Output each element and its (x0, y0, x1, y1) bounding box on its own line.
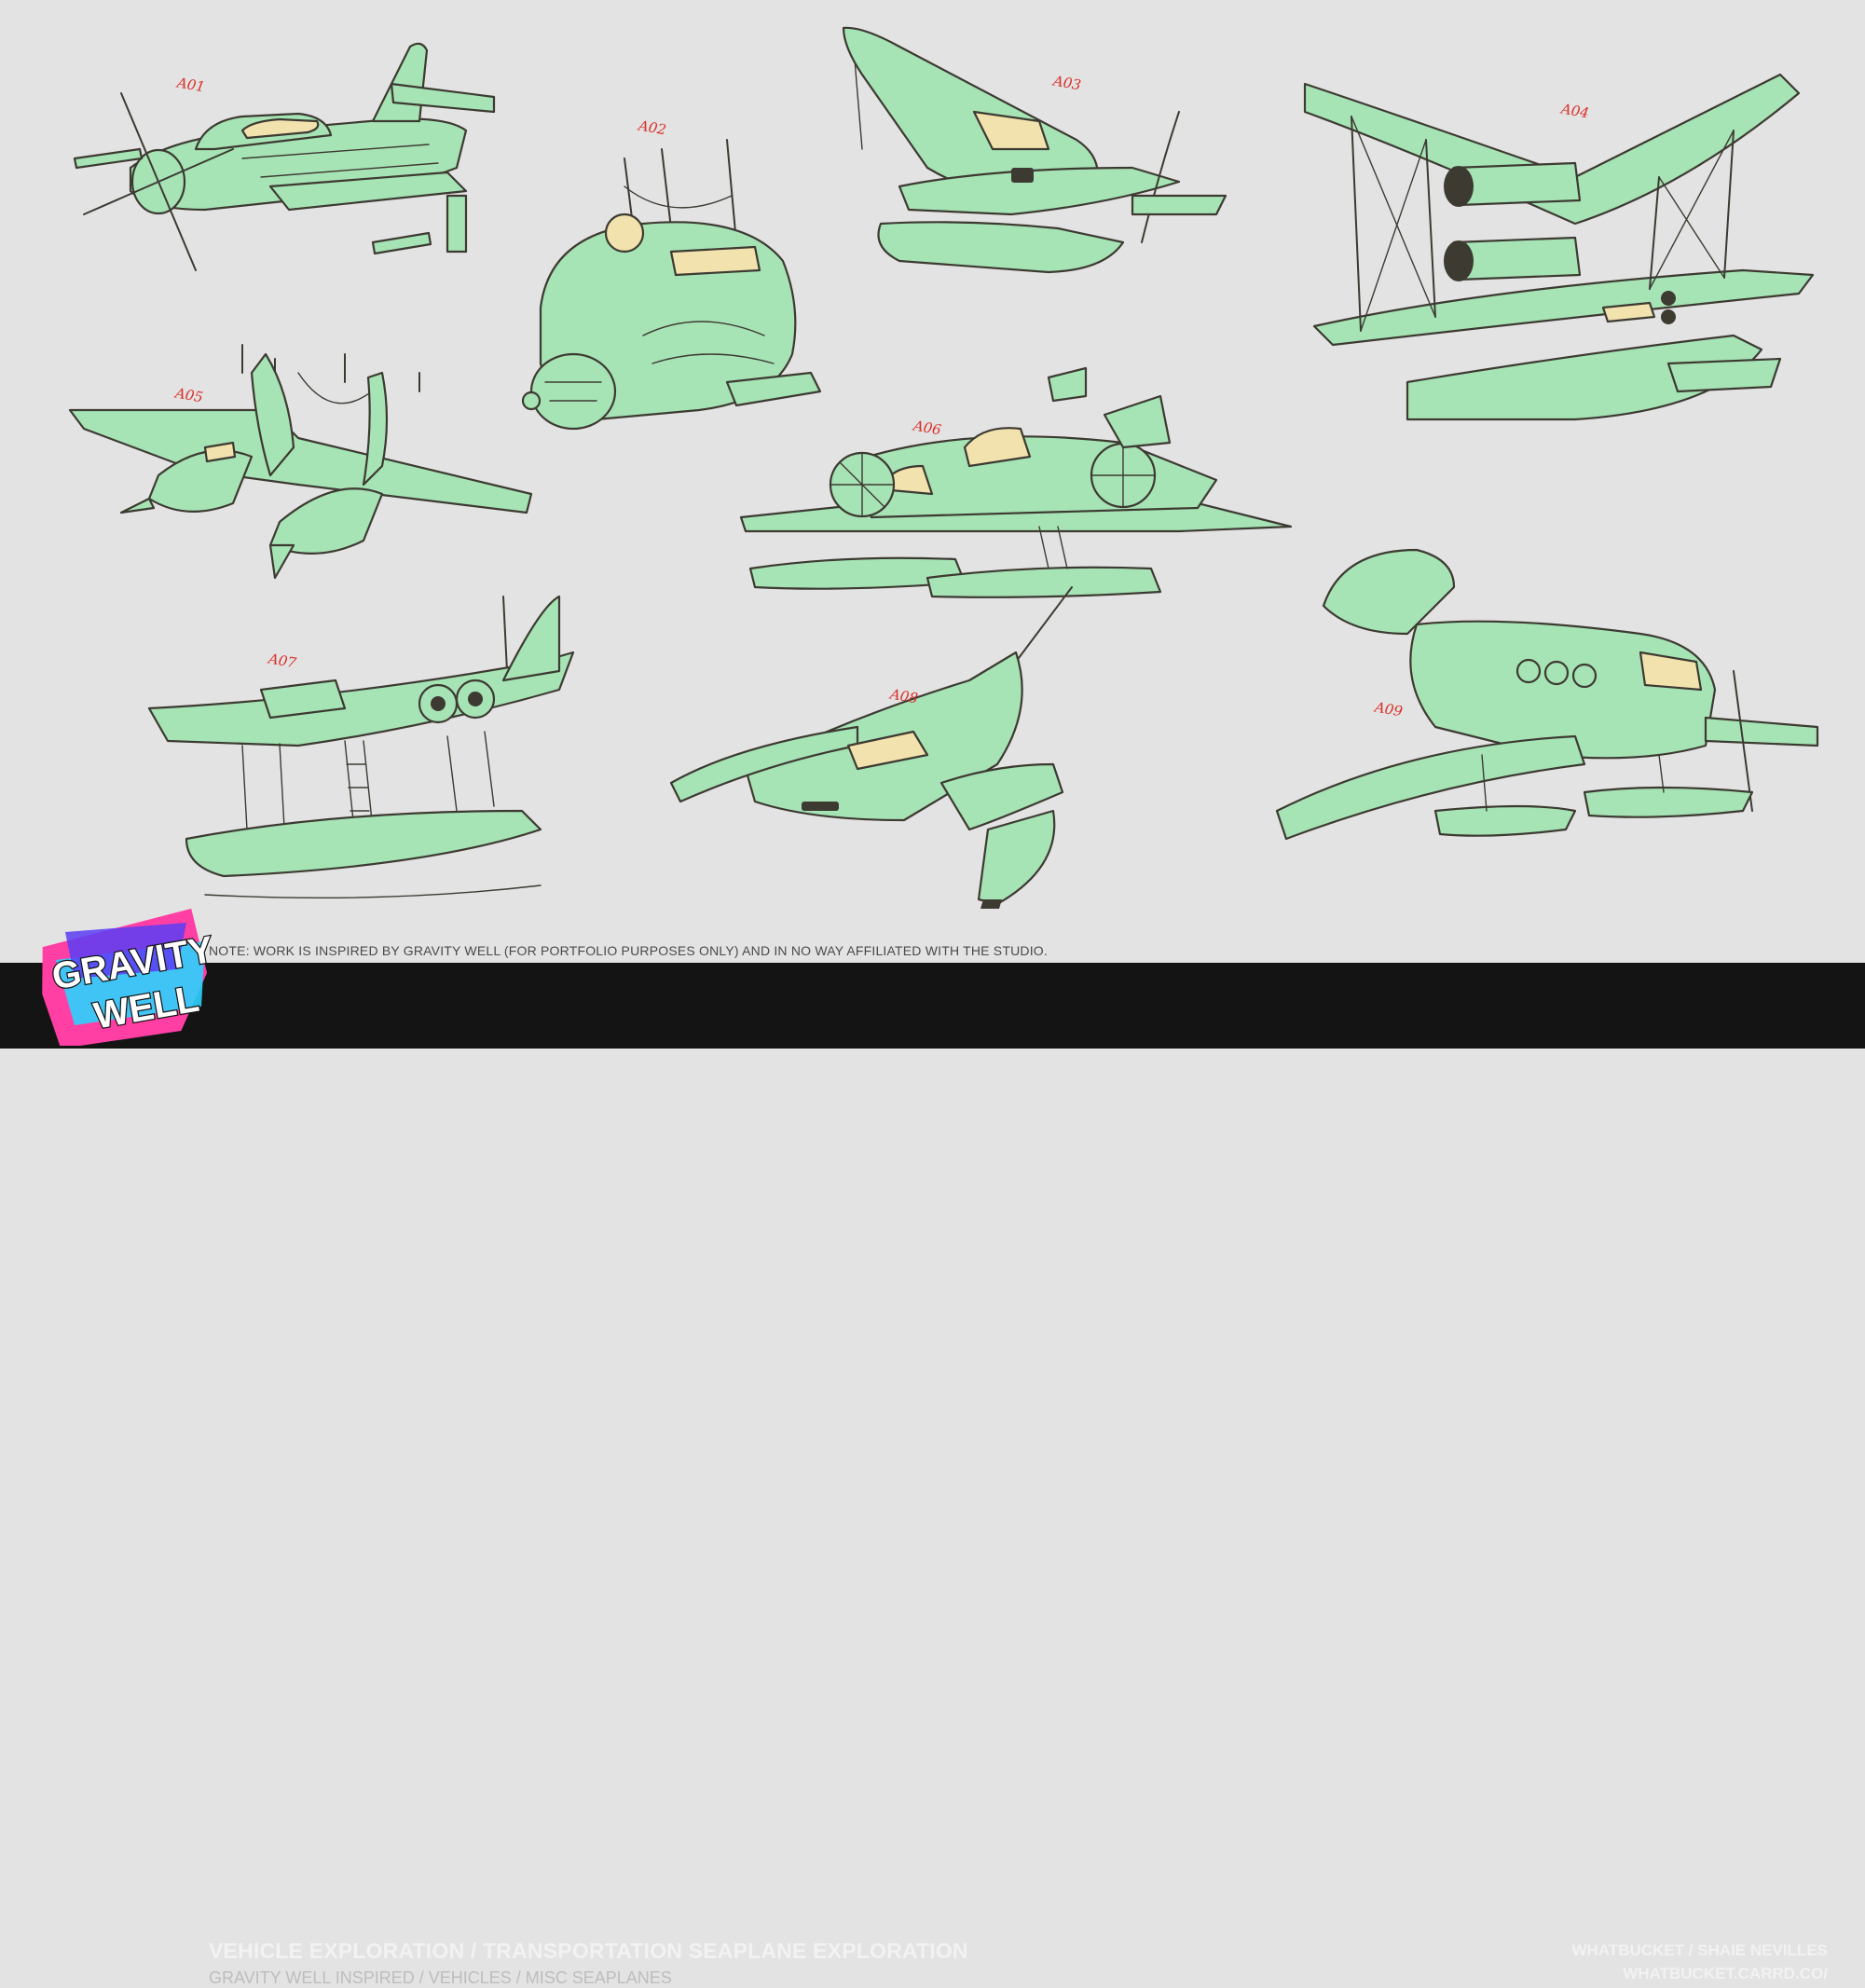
vehicle-sketch-a02 (513, 121, 830, 457)
vehicle-sketch-a05 (65, 336, 550, 596)
gravity-well-logo: GRAVITY WELL (37, 904, 218, 1049)
footer-title: VEHICLE EXPLORATION / TRANSPORTATION SEA… (209, 1939, 968, 1963)
footer-author: WHATBUCKET / SHAIE NEVILLES (1571, 1941, 1828, 1959)
vehicle-sketch-a03 (825, 19, 1235, 280)
disclaimer-note: NOTE: WORK IS INSPIRED BY GRAVITY WELL (… (209, 943, 1048, 958)
vehicle-sketch-a04 (1296, 37, 1817, 438)
artboard: A01 A02 A03 (0, 0, 1865, 960)
footer-bar: VEHICLE EXPLORATION / TRANSPORTATION SEA… (0, 963, 1865, 1987)
vehicle-sketch-a08 (662, 578, 1165, 932)
footer-site-link[interactable]: WHATBUCKET.CARRD.CO/ (1623, 1965, 1828, 1982)
vehicle-sketch-a01 (56, 28, 541, 289)
vehicle-sketch-a06 (732, 359, 1300, 601)
vehicle-sketch-a09 (1268, 531, 1827, 876)
vehicle-sketch-a07 (147, 587, 578, 932)
footer-subtitle: GRAVITY WELL INSPIRED / VEHICLES / MISC … (209, 1968, 672, 1987)
